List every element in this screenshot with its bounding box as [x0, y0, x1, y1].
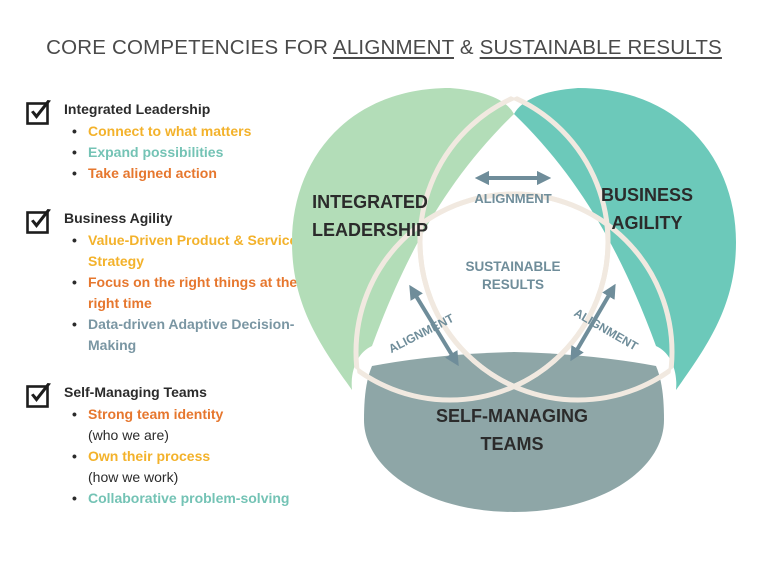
list-item: Collaborative problem-solving — [72, 488, 312, 509]
section-title: Integrated Leadership — [64, 101, 211, 117]
item-subtext: (how we work) — [88, 469, 179, 485]
list-item: Own their process (how we work) — [72, 446, 312, 488]
item-list: Value-Driven Product & Service Strategy … — [72, 230, 312, 356]
lobe-self-managing-teams — [364, 352, 664, 512]
item-text: Take aligned action — [88, 165, 217, 181]
checkbox-checked-icon — [26, 383, 51, 408]
item-list: Strong team identity (who we are) Own the… — [72, 404, 312, 509]
label-self-managing: SELF-MANAGING — [436, 406, 588, 426]
item-text: Own their process — [88, 448, 211, 464]
section-title: Self-Managing Teams — [64, 384, 207, 400]
item-text: Focus on the right things at the right t… — [88, 274, 298, 311]
list-item: Data-driven Adaptive Decision-Making — [72, 314, 312, 356]
item-text: Connect to what matters — [88, 123, 252, 139]
list-item: Connect to what matters — [72, 121, 312, 142]
list-item: Expand possibilities — [72, 142, 312, 163]
item-list: Connect to what matters Expand possibili… — [72, 121, 312, 184]
label-alignment-top: ALIGNMENT — [474, 191, 551, 206]
overlap-outlines — [353, 84, 675, 403]
label-teams: TEAMS — [481, 434, 544, 454]
double-arrow-left-icon — [409, 284, 459, 367]
item-text: Data-driven Adaptive Decision-Making — [88, 316, 295, 353]
title-prefix: CORE COMPETENCIES FOR — [46, 36, 333, 59]
section-title: Business Agility — [64, 210, 173, 226]
title-ampersand: & — [453, 36, 480, 59]
title-alignment: ALIGNMENT — [332, 36, 454, 59]
item-text: Strong team identity — [88, 406, 224, 422]
title-sustainable-results: SUSTAINABLE RESULTS — [479, 36, 722, 59]
double-arrow-right-icon — [570, 283, 616, 362]
list-item: Take aligned action — [72, 163, 312, 184]
item-subtext: (who we are) — [88, 427, 169, 443]
item-text: Collaborative problem-solving — [88, 490, 290, 506]
list-item: Focus on the right things at the right t… — [72, 272, 312, 314]
list-item: Strong team identity (who we are) — [72, 404, 312, 446]
checkbox-checked-icon — [26, 100, 51, 125]
checkbox-checked-icon — [26, 209, 51, 234]
label-sustainable: SUSTAINABLE — [465, 259, 560, 274]
page-title: CORE COMPETENCIES FOR ALIGNMENT & SUSTAI… — [0, 36, 768, 60]
item-text: Value-Driven Product & Service Strategy — [88, 232, 298, 269]
label-results: RESULTS — [482, 277, 544, 292]
item-text: Expand possibilities — [88, 144, 224, 160]
label-agility: AGILITY — [612, 213, 683, 233]
label-integrated: INTEGRATED — [312, 192, 428, 212]
label-business: BUSINESS — [601, 185, 693, 205]
list-item: Value-Driven Product & Service Strategy — [72, 230, 312, 272]
label-leadership: LEADERSHIP — [312, 220, 428, 240]
